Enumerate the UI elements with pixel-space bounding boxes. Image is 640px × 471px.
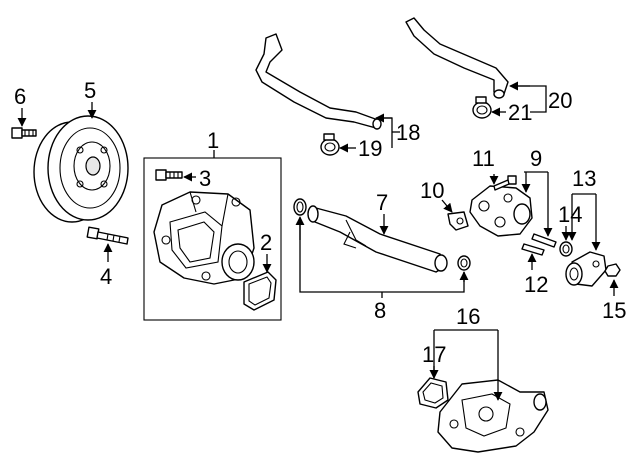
pulley-part[interactable] [33,115,129,223]
water-pump-assembly-frame [143,157,282,321]
callout-2: 2 [260,230,272,255]
callout-11: 11 [472,146,495,171]
callout-1: 1 [207,128,219,153]
stud-9-part[interactable] [531,233,557,248]
hose-20-part[interactable] [405,17,509,99]
bolt-6-part[interactable] [11,127,37,139]
callout-6: 6 [14,84,26,109]
callout-4: 4 [100,264,112,289]
callout-3: 3 [199,166,211,191]
thermostat-housing-part[interactable] [469,185,533,237]
callout-labels: 1 2 3 4 5 6 7 8 9 10 11 12 13 14 15 16 1… [14,78,626,367]
callout-18: 18 [396,120,420,145]
callout-20: 20 [548,88,572,113]
callout-12: 12 [524,272,548,297]
callout-17: 17 [422,342,446,367]
bracket-10-part[interactable] [447,211,469,231]
callout-5: 5 [84,78,96,103]
callout-15: 15 [602,298,626,323]
water-pump-part[interactable] [153,191,255,285]
callout-8: 8 [374,298,386,323]
clamp-21-part[interactable] [472,96,492,119]
callout-19: 19 [358,136,382,161]
thermostat-assembly-part[interactable] [437,379,549,453]
callout-10: 10 [420,178,444,203]
bolt-3-part[interactable] [155,169,183,181]
stud-12-part[interactable] [521,243,545,256]
o-ring-left-part[interactable] [293,198,307,216]
gasket-2-part[interactable] [243,271,277,311]
callout-21: 21 [508,100,532,125]
callout-13: 13 [572,166,596,191]
outlet-13-part[interactable] [565,251,607,287]
o-ring-right-part[interactable] [457,255,471,271]
coolant-pipe-part[interactable] [307,205,448,273]
callout-7: 7 [376,190,388,215]
leader-lines [17,81,619,401]
clamp-19-part[interactable] [320,133,340,156]
callout-14: 14 [558,202,582,227]
bolt-4-part[interactable] [86,226,129,245]
sensor-15-part[interactable] [604,263,621,277]
callout-9: 9 [530,146,542,171]
callout-16: 16 [456,304,480,329]
o-ring-14-part[interactable] [559,241,573,257]
hose-18-part[interactable] [255,33,382,130]
bolt-11-part[interactable] [493,175,517,191]
gasket-17-part[interactable] [417,377,449,409]
